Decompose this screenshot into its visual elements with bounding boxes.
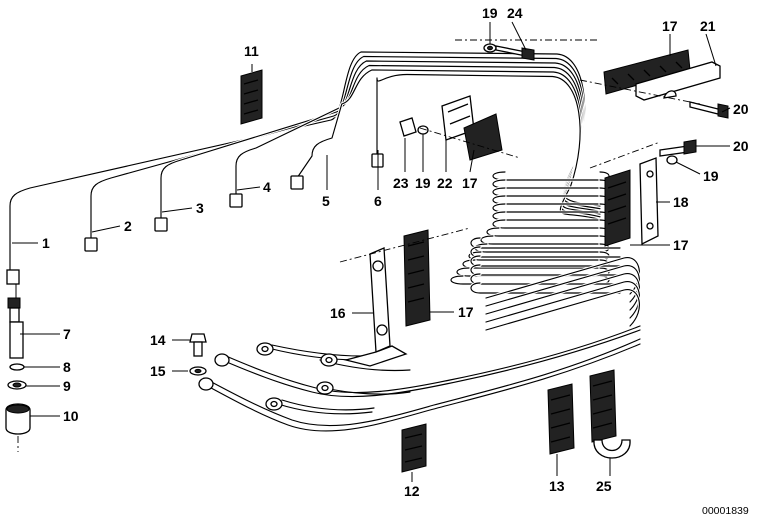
callout-19-top: 19: [482, 5, 498, 21]
injection-pipe: [485, 265, 640, 307]
leader-lines: [12, 21, 731, 482]
callout-10: 10: [63, 408, 79, 424]
callout-3: 3: [196, 200, 204, 216]
center-bracket-assembly: [339, 227, 471, 367]
upper-fasteners: [399, 39, 600, 161]
callout-18: 18: [673, 194, 689, 210]
callout-11: 11: [244, 43, 259, 59]
upper-right-bracket: [579, 49, 729, 119]
callout-19-center: 19: [415, 175, 431, 191]
callout-21: 21: [700, 18, 716, 34]
callout-6: 6: [374, 193, 382, 209]
callout-17-right: 17: [673, 237, 689, 253]
callout-12: 12: [404, 483, 420, 499]
callout-4: 4: [263, 179, 271, 195]
injection-pipe: [485, 281, 640, 323]
delivery-valve-stack: [5, 240, 31, 452]
callout-25: 25: [596, 478, 612, 494]
callout-20-lower: 20: [733, 138, 749, 154]
banjo-bolt-assembly: [189, 333, 207, 376]
callout-5: 5: [322, 193, 330, 209]
callout-16: 16: [330, 305, 346, 321]
pipe-halo: [484, 288, 641, 332]
injection-pipe: [470, 282, 621, 294]
callout-17-top: 17: [662, 18, 678, 34]
callout-8: 8: [63, 359, 71, 375]
return-pipe-group: [198, 325, 641, 432]
pipe-halo: [234, 63, 602, 216]
pipe-halo: [491, 170, 611, 182]
callout-labels: 1 2 3 4 5 6 7 8 9 10 11 12 13 14 15 16 1…: [42, 5, 749, 517]
callout-20-upper: 20: [733, 101, 749, 117]
callout-7: 7: [63, 326, 71, 342]
callout-22: 22: [437, 175, 453, 191]
callout-24: 24: [507, 5, 523, 21]
callout-14: 14: [150, 332, 166, 348]
injection-pipe: [235, 64, 601, 215]
injection-pipe: [485, 257, 640, 299]
injection-pipe-bundle: [8, 50, 641, 332]
callout-2: 2: [124, 218, 132, 234]
callout-15: 15: [150, 363, 166, 379]
pipe-union-nuts: [84, 153, 384, 252]
pipe-halo: [484, 280, 641, 324]
right-clamp-assembly: [589, 139, 697, 247]
callout-23: 23: [393, 175, 409, 191]
callout-17-lower: 17: [458, 304, 474, 320]
callout-17-center: 17: [462, 175, 478, 191]
pipe-clip-11: [240, 69, 263, 125]
callout-9: 9: [63, 378, 71, 394]
callout-1: 1: [42, 235, 50, 251]
injection-pipe: [485, 289, 640, 331]
injection-pipe: [492, 171, 610, 181]
callout-13: 13: [549, 478, 565, 494]
callout-19-right: 19: [703, 168, 719, 184]
lower-clips: [401, 369, 631, 473]
injection-pipe: [485, 273, 640, 315]
reference-number: 00001839: [702, 505, 749, 517]
